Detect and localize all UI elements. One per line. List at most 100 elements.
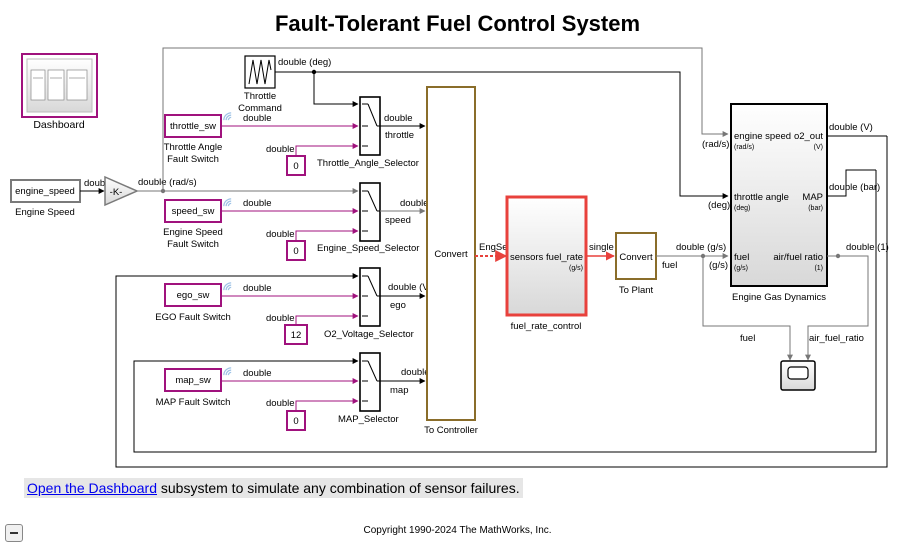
fuel-rate-control-out-unit: (g/s)	[569, 265, 583, 272]
speed-switch-block[interactable]: speed_sw	[164, 199, 222, 223]
engine-speed-block[interactable]: engine_speed	[10, 179, 81, 203]
constant-block-throttle[interactable]: 0	[286, 155, 306, 176]
ego-switch-type: double	[243, 283, 272, 294]
constant-type: double	[266, 229, 295, 240]
o2-voltage-selector[interactable]	[359, 267, 381, 327]
selector-out-signal: map	[390, 385, 408, 396]
throttle-command-label-1: Throttle	[244, 91, 276, 102]
open-dashboard-link[interactable]: Open the Dashboard	[27, 480, 157, 496]
wireless-icon	[223, 198, 232, 207]
constant-block-speed[interactable]: 0	[286, 240, 306, 261]
scope-in-fuel: fuel	[740, 333, 755, 344]
throttle-command-block[interactable]	[244, 55, 276, 89]
throttle-switch-type: double	[243, 113, 272, 124]
engine-in-unit: (g/s)	[734, 265, 748, 272]
constant-type: double	[266, 398, 295, 409]
throttle-command-out-label: double (deg)	[278, 57, 331, 68]
constant-block-ego[interactable]: 12	[284, 324, 308, 345]
engine-out-port: MAP	[802, 192, 823, 203]
engine-out-type: double (V)	[829, 122, 873, 133]
constant-value: 0	[293, 246, 298, 257]
constant-type: double	[266, 313, 295, 324]
ego-switch-block[interactable]: ego_sw	[164, 283, 222, 307]
engine-ext-unit: (g/s)	[709, 260, 728, 271]
engine-out-port: air/fuel ratio	[773, 252, 823, 263]
engine-speed-selector-label: Engine_Speed_Selector	[317, 243, 419, 254]
gain-out-label: double (rad/s)	[138, 177, 197, 188]
map-switch-block[interactable]: map_sw	[164, 368, 222, 392]
ego-switch-text: ego_sw	[177, 290, 210, 301]
constant-value: 12	[291, 330, 302, 341]
fuel-rate-type: single	[589, 242, 614, 253]
engine-out-type: double (1)	[846, 242, 889, 253]
map-selector-label: MAP_Selector	[338, 414, 399, 425]
bus-label: EngSensors	[479, 242, 531, 253]
constant-value: 0	[293, 416, 298, 427]
to-plant-text: Convert	[619, 252, 653, 263]
engine-out-unit: (1)	[814, 265, 823, 272]
collapse-icon[interactable]	[5, 524, 23, 542]
throttle-command-label-2: Command	[238, 103, 282, 114]
selector-out-signal: throttle	[385, 130, 414, 141]
fuel-rate-control-out-port: fuel_rate	[546, 252, 583, 263]
page-title: Fault-Tolerant Fuel Control System	[274, 11, 641, 36]
engine-speed-block-text: engine_speed	[15, 186, 75, 197]
selector-out-type: double	[384, 113, 413, 124]
constant-type: double	[266, 144, 295, 155]
to-plant-label: To Plant	[619, 285, 654, 296]
dashboard-label: Dashboard	[33, 119, 85, 131]
engine-in-port: fuel	[734, 252, 749, 263]
engine-ext-unit: (deg)	[708, 200, 730, 211]
engine-out-port: o2_out	[794, 131, 823, 142]
engine-in-port: throttle angle	[734, 192, 789, 203]
gain-symbol: -K-	[110, 187, 123, 198]
map-switch-text: map_sw	[175, 375, 211, 386]
wireless-icon	[223, 282, 232, 291]
throttle-switch-text: throttle_sw	[170, 121, 216, 132]
to-controller-text: Convert	[434, 249, 468, 260]
scope-in-afr: air_fuel_ratio	[809, 333, 864, 344]
o2-voltage-selector-label: O2_Voltage_Selector	[324, 329, 414, 340]
engine-speed-selector[interactable]	[359, 182, 381, 242]
speed-switch-label-1: Engine Speed	[163, 227, 223, 238]
fuel-rate-control-in-port: sensors	[510, 252, 544, 263]
engine-in-unit: (deg)	[734, 205, 750, 212]
copyright: Copyright 1990-2024 The MathWorks, Inc.	[363, 525, 552, 536]
wireless-icon	[223, 112, 232, 121]
selector-out-signal: ego	[390, 300, 406, 311]
engine-out-unit: (bar)	[808, 205, 823, 212]
to-plant-block[interactable]: Convert	[615, 232, 657, 280]
speed-switch-type: double	[243, 198, 272, 209]
map-selector[interactable]	[359, 352, 381, 412]
to-controller-label: To Controller	[424, 425, 478, 436]
dashboard-block[interactable]	[21, 53, 98, 118]
to-controller-block[interactable]: Convert	[426, 86, 476, 421]
engine-in-unit: (rad/s)	[734, 144, 754, 151]
engine-label: Engine Gas Dynamics	[732, 292, 826, 303]
wireless-icon	[223, 367, 232, 376]
gain-block[interactable]: -K-	[104, 175, 139, 207]
fuel-rate-control-label: fuel_rate_control	[511, 321, 582, 332]
scope-block[interactable]	[780, 360, 816, 391]
engine-speed-type: double	[84, 178, 113, 189]
selector-out-type: double (V)	[388, 282, 432, 293]
engine-speed-label: Engine Speed	[15, 207, 75, 218]
throttle-angle-selector[interactable]	[359, 96, 381, 156]
speed-switch-label-2: Fault Switch	[167, 239, 219, 250]
throttle-switch-block[interactable]: throttle_sw	[164, 114, 222, 138]
engine-out-type: double (bar)	[829, 182, 880, 193]
throttle-switch-label-2: Fault Switch	[167, 154, 219, 165]
selector-out-signal: speed	[385, 215, 411, 226]
constant-block-map[interactable]: 0	[286, 410, 306, 431]
fuel-rate-control-block[interactable]: sensors fuel_rate (g/s)	[505, 195, 588, 317]
speed-switch-text: speed_sw	[172, 206, 215, 217]
map-switch-type: double	[243, 368, 272, 379]
ego-switch-label: EGO Fault Switch	[155, 312, 231, 323]
engine-in-port: engine speed	[734, 131, 791, 142]
engine-gas-dynamics-block[interactable]: engine speed (rad/s) throttle angle (deg…	[730, 103, 828, 287]
constant-value: 0	[293, 161, 298, 172]
throttle-switch-label-1: Throttle Angle	[164, 142, 223, 153]
to-plant-out-signal: fuel	[662, 260, 677, 271]
engine-out-unit: (V)	[814, 144, 823, 151]
instruction-note: Open the Dashboard subsystem to simulate…	[24, 478, 523, 498]
